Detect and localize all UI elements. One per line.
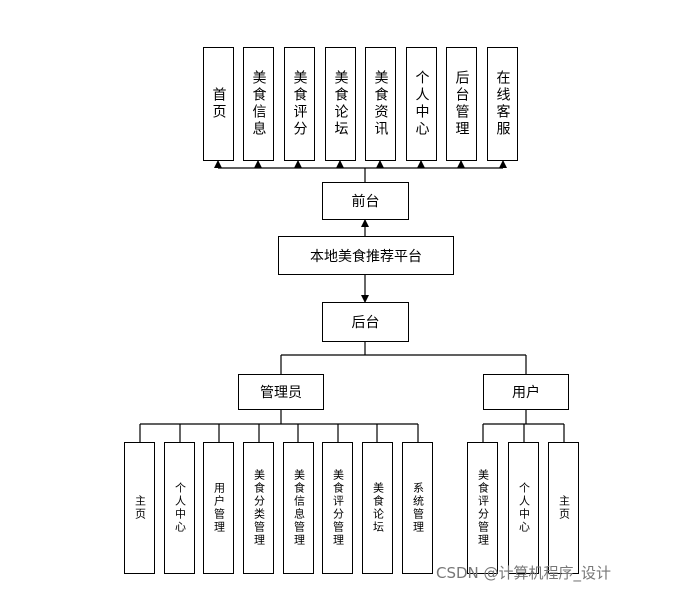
admin-node: 管理员 [238,374,324,410]
front-module-7: 后台管理 [446,47,477,161]
admin-module-1: 主页 [124,442,155,574]
front-module-4: 美食论坛 [325,47,356,161]
front-module-6: 个人中心 [406,47,437,161]
user-module-3: 主页 [548,442,579,574]
user-module-2: 个人中心 [508,442,539,574]
admin-module-2: 个人中心 [164,442,195,574]
admin-module-4: 美食分类管理 [243,442,274,574]
front-module-3: 美食评分 [284,47,315,161]
admin-module-8: 系统管理 [402,442,433,574]
front-module-8: 在线客服 [487,47,518,161]
admin-module-5: 美食信息管理 [283,442,314,574]
user-node: 用户 [483,374,569,410]
front-module-2: 美食信息 [243,47,274,161]
platform-node: 本地美食推荐平台 [278,236,454,275]
watermark: CSDN @计算机程序_设计 [436,564,612,582]
front-module-1: 首页 [203,47,234,161]
backend-node: 后台 [322,302,409,342]
user-module-1: 美食评分管理 [467,442,498,574]
admin-module-6: 美食评分管理 [322,442,353,574]
frontend-node: 前台 [322,182,409,220]
admin-module-3: 用户管理 [203,442,234,574]
front-module-5: 美食资讯 [365,47,396,161]
admin-module-7: 美食论坛 [362,442,393,574]
